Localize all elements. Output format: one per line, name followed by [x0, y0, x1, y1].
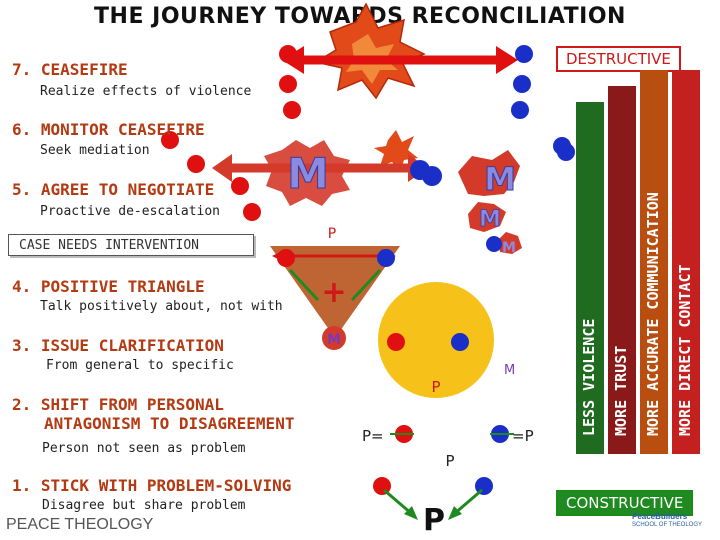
step-4-sub: Talk positively about, not with — [40, 299, 283, 314]
mediator-bottom-label: M — [327, 332, 341, 348]
step-2-label-2: ANTAGONISM TO DISAGREEMENT — [44, 414, 295, 433]
bar-more-trust: MORE TRUST — [608, 86, 636, 454]
bar-more-accurate-communication-label: MORE ACCURATE COMMUNICATION — [644, 192, 662, 436]
step-1-label: 1. STICK WITH PROBLEM-SOLVING — [12, 476, 292, 495]
explosion-icon — [314, 2, 426, 100]
constructive-label: CONSTRUCTIVE — [556, 490, 694, 516]
step-5-sub: Proactive de-escalation — [40, 204, 221, 219]
triangle-p-label: P — [328, 226, 336, 242]
mediator-tiny-icon: M — [498, 232, 522, 256]
equals-p-label: =P — [512, 427, 534, 445]
mediator-bottom-icon: M — [322, 326, 346, 350]
step-3-sub: From general to specific — [46, 358, 234, 373]
bar-less-violence: LESS VIOLENCE — [576, 102, 604, 454]
triangle-plus-label: + — [321, 275, 346, 310]
circle-p-label: P — [431, 378, 440, 396]
disagreement-arrows-icon: P= =P P — [362, 425, 534, 470]
mediator-tiny-label: M — [502, 240, 516, 256]
step-6-sub: Seek mediation — [40, 143, 150, 158]
step-7-label: 7. CEASEFIRE — [12, 60, 128, 79]
party-circles — [161, 45, 575, 252]
step-2-label: 2. SHIFT FROM PERSONAL — [12, 395, 224, 414]
mediator-right-icon: M — [458, 150, 520, 199]
problem-circle-icon: M P — [378, 282, 515, 398]
step-4-label: 4. POSITIVE TRIANGLE — [12, 277, 205, 296]
mediator-large-label: M — [287, 149, 329, 198]
mediator-right-label: M — [484, 160, 516, 198]
bar-more-trust-label: MORE TRUST — [612, 345, 630, 436]
mediator-small-label: M — [479, 207, 501, 232]
bar-less-violence-label: LESS VIOLENCE — [580, 318, 598, 436]
problem-solving-arrows-icon: P — [373, 477, 493, 538]
circle-m-label: M — [504, 363, 515, 378]
small-explosion-icon — [374, 130, 418, 172]
logo-text: PeaceBuilders — [632, 512, 688, 521]
bar-more-direct-contact-label: MORE DIRECT CONTACT — [676, 264, 694, 436]
step-6-label: 6. MONITOR CEASEFIRE — [12, 120, 205, 139]
footer-brand: PEACE THEOLOGY — [6, 516, 154, 533]
bar-more-accurate-communication: MORE ACCURATE COMMUNICATION — [640, 70, 668, 454]
bar-more-direct-contact: MORE DIRECT CONTACT — [672, 70, 700, 454]
logo-sub: SCHOOL OF THEOLOGY — [632, 522, 703, 528]
mediator-large-icon: M — [264, 140, 350, 206]
destructive-label: DESTRUCTIVE — [556, 46, 681, 72]
case-needs-intervention-box: CASE NEEDS INTERVENTION — [8, 234, 254, 256]
step-5-label: 5. AGREE TO NEGOTIATE — [12, 180, 215, 199]
step-7-sub: Realize effects of violence — [40, 84, 252, 99]
p-equals-label: P= — [362, 427, 384, 445]
step-1-sub: Disagree but share problem — [42, 498, 246, 513]
mediator-small-icon: M — [468, 202, 506, 232]
peacebuilders-logo: PeaceBuilders SCHOOL OF THEOLOGY — [632, 512, 702, 530]
step-2-sub: Person not seen as problem — [42, 441, 246, 456]
step2-p-label: P — [445, 452, 454, 470]
positive-triangle-icon: P + — [270, 226, 400, 338]
step1-p-label: P — [423, 503, 445, 538]
step-3-label: 3. ISSUE CLARIFICATION — [12, 336, 224, 355]
